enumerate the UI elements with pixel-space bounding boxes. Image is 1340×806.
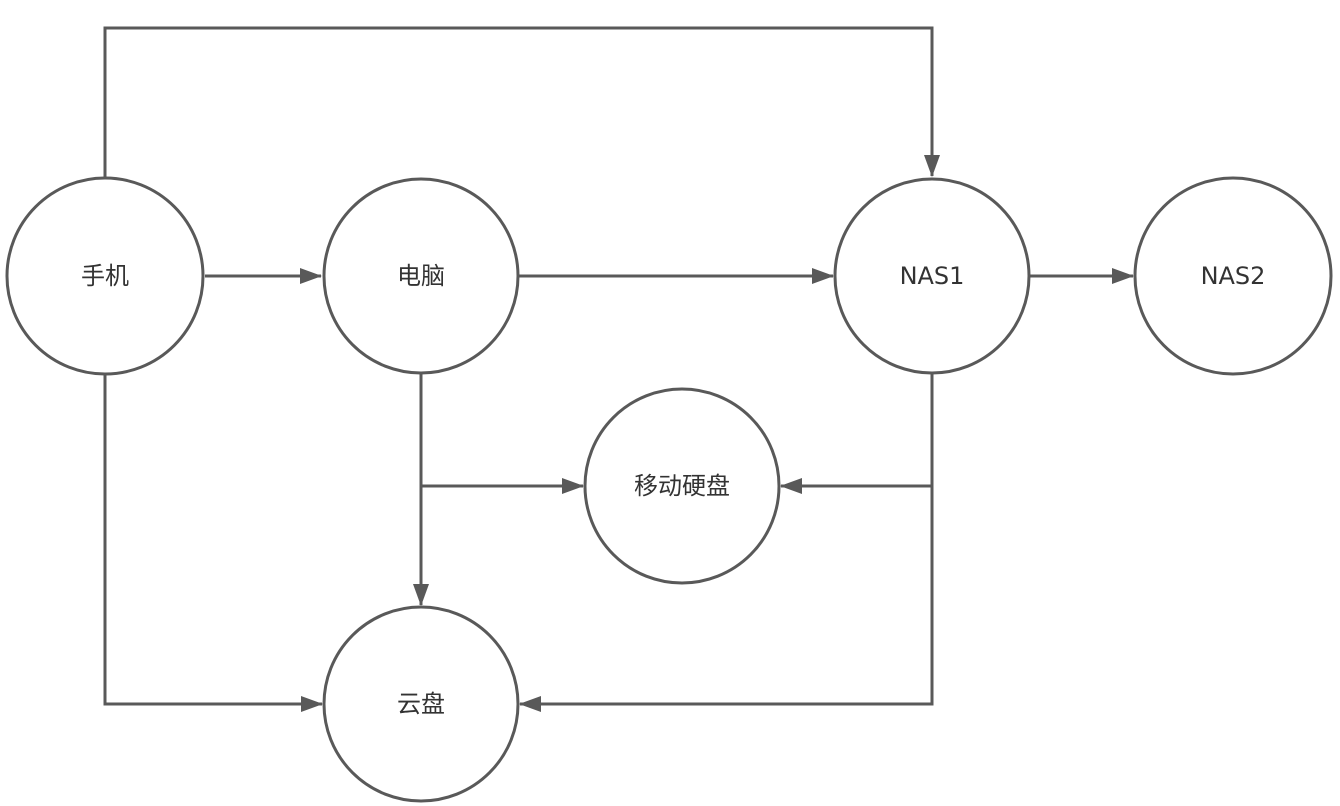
node-computer[interactable]: 电脑 (322, 177, 520, 375)
edges (103, 26, 1134, 712)
node-phone-circle (5, 176, 205, 376)
node-nas2-label: NAS2 (1201, 262, 1266, 290)
node-phone[interactable]: 手机 (5, 176, 205, 376)
node-portable-disk-label: 移动硬盘 (634, 472, 730, 500)
node-computer-circle (322, 177, 520, 375)
node-phone-label: 手机 (81, 262, 129, 290)
edge-nas1-to-portable-disk (780, 374, 934, 494)
node-cloud-disk-circle (322, 605, 520, 803)
node-nas1[interactable]: NAS1 (833, 177, 1031, 375)
node-nas2-circle (1133, 176, 1333, 376)
node-nas1-circle (833, 177, 1031, 375)
edge-nas1-to-cloud-disk (519, 486, 934, 712)
edge-phone-to-cloud-disk (103, 374, 323, 712)
node-portable-disk-circle (583, 387, 781, 585)
node-cloud-disk[interactable]: 云盘 (322, 605, 520, 803)
node-portable-disk[interactable]: 移动硬盘 (583, 387, 781, 585)
node-nas2[interactable]: NAS2 (1133, 176, 1333, 376)
edge-phone-to-nas1 (103, 26, 940, 177)
node-computer-label: 电脑 (397, 262, 445, 290)
node-nas1-label: NAS1 (900, 262, 965, 290)
node-cloud-disk-label: 云盘 (397, 690, 445, 718)
nodes: 手机 电脑 NAS1 NAS2 移动硬盘 云盘 (5, 176, 1333, 803)
